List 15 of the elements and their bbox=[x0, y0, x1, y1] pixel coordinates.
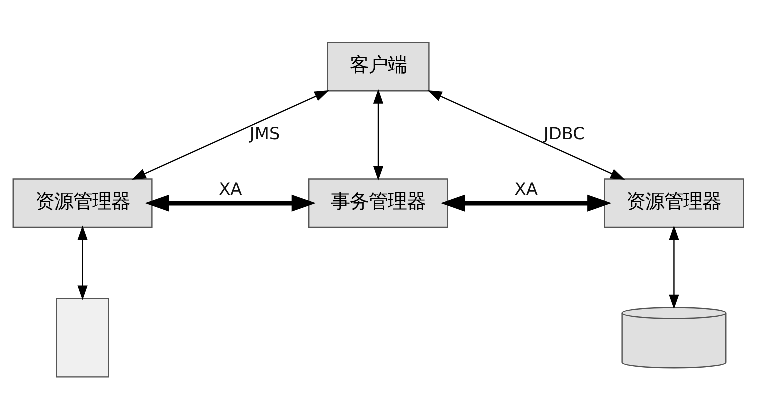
edge-label: JMS bbox=[250, 123, 280, 144]
edge-label: XA bbox=[219, 178, 242, 199]
arrow bbox=[132, 90, 330, 180]
node-box: 客户端 bbox=[327, 42, 430, 92]
arrow bbox=[145, 194, 316, 212]
arrow bbox=[428, 90, 626, 180]
arrow bbox=[669, 225, 680, 309]
arrow bbox=[440, 194, 612, 212]
node-box: 资源管理器 bbox=[12, 178, 153, 228]
edge-label: JDBC bbox=[544, 123, 585, 144]
arrow bbox=[78, 225, 88, 300]
node-box: 事务管理器 bbox=[308, 178, 448, 228]
arrow bbox=[373, 88, 384, 180]
node-box: 资源管理器 bbox=[604, 178, 744, 228]
edge-label: XA bbox=[514, 178, 538, 199]
